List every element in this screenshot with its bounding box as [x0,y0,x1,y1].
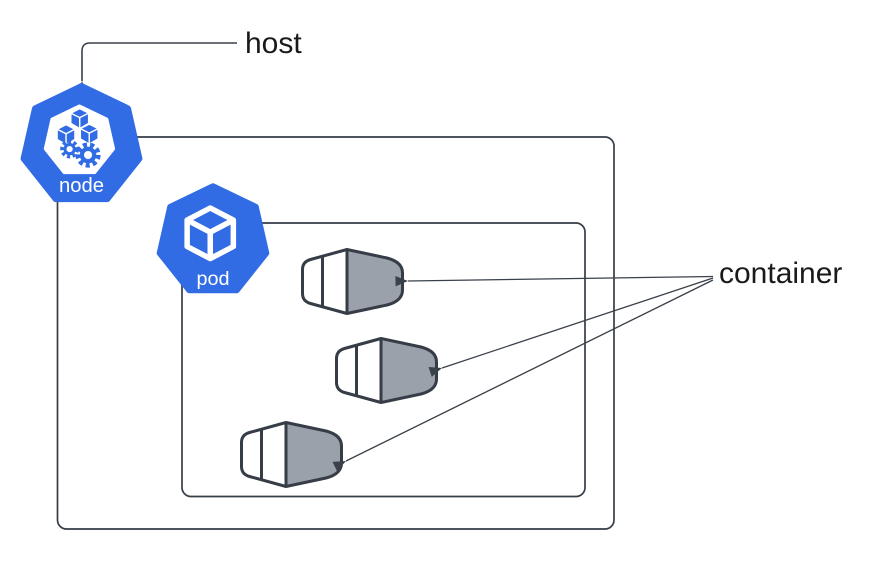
pod-icon-label: pod [196,268,229,290]
container-arrow-2 [428,277,714,377]
node-boundary-box [56,136,615,530]
container-label: container [719,257,842,290]
gear-icon [75,142,101,168]
pod-cube-icon [184,205,237,262]
host-arrow [76,42,237,94]
gear-icon [60,139,80,159]
container-arrow-3 [332,279,714,472]
pod-icon: pod [159,186,266,291]
cube-icon [79,123,99,145]
pod-boundary-box [181,222,586,498]
container-arrow-1 [395,275,714,287]
container-icon [301,248,404,315]
container-icon [335,337,438,404]
node-icon: node [24,86,140,199]
node-icon-label: node [59,175,104,197]
container-icon [240,421,343,488]
host-label: host [245,27,302,60]
cube-icon [56,123,76,146]
